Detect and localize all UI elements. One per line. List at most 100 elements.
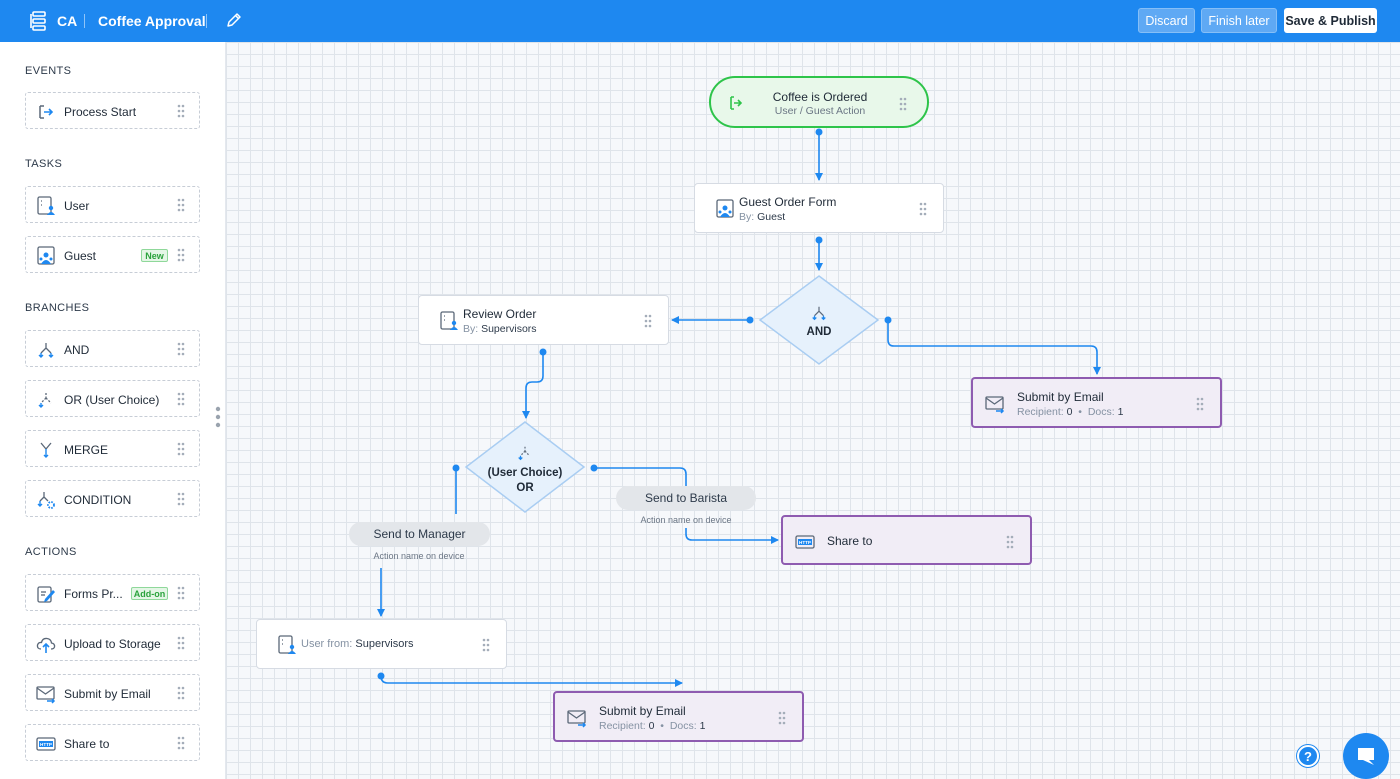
- gateway-diamond-shape: [464, 421, 586, 513]
- section-heading-branches: BRANCHES: [25, 302, 90, 314]
- process-title: Coffee Approval: [98, 13, 206, 29]
- start-event-node[interactable]: Coffee is Ordered User / Guest Action: [709, 76, 929, 128]
- drag-handle-icon[interactable]: [1006, 535, 1014, 549]
- send-to-barista-action-pill[interactable]: Send to Barista: [616, 486, 756, 510]
- node-assignee: By: Supervisors: [463, 323, 537, 335]
- node-assignee: User from: Supervisors: [301, 638, 414, 650]
- or-gateway-node[interactable]: (User Choice) OR: [464, 420, 586, 514]
- drag-handle-icon[interactable]: [177, 392, 185, 406]
- node-title: Submit by Email: [1017, 390, 1104, 404]
- gateway-label: (User Choice): [487, 467, 563, 479]
- palette-item-label: Guest: [64, 249, 97, 263]
- process-icon[interactable]: [30, 11, 48, 31]
- drag-handle-icon[interactable]: [899, 97, 907, 111]
- palette-item-and[interactable]: AND: [25, 330, 200, 367]
- palette-item-share-to[interactable]: HTTP Share to: [25, 724, 200, 761]
- palette-item-condition[interactable]: CONDITION: [25, 480, 200, 517]
- help-button[interactable]: ?: [1297, 745, 1319, 767]
- node-title: Submit by Email: [599, 704, 686, 718]
- guest-task-icon: [716, 199, 734, 218]
- and-gateway-node[interactable]: AND: [758, 274, 880, 366]
- drag-handle-icon[interactable]: [177, 198, 185, 212]
- drag-handle-icon[interactable]: [1196, 397, 1204, 411]
- element-palette-sidebar: EVENTS Process Start TASKS User Guest Ne…: [0, 42, 226, 779]
- palette-item-submit-by-email[interactable]: Submit by Email: [25, 674, 200, 711]
- node-title: Guest Order Form: [739, 195, 837, 209]
- palette-item-label: OR (User Choice): [64, 393, 160, 407]
- palette-item-label: MERGE: [64, 443, 109, 457]
- svg-text:HTTP: HTTP: [799, 540, 811, 545]
- palette-item-process-start[interactable]: Process Start: [25, 92, 200, 129]
- review-order-node[interactable]: Review Order By: Supervisors: [418, 295, 669, 345]
- drag-handle-icon[interactable]: [177, 736, 185, 750]
- section-heading-actions: ACTIONS: [25, 546, 77, 558]
- palette-item-label: CONDITION: [64, 493, 132, 507]
- submit-by-email-node[interactable]: Submit by Email Recipient: 0 • Docs: 1: [971, 377, 1222, 428]
- drag-handle-icon[interactable]: [177, 442, 185, 456]
- drag-handle-icon[interactable]: [177, 636, 185, 650]
- palette-item-or-user-choice[interactable]: OR (User Choice): [25, 380, 200, 417]
- palette-item-forms-pro[interactable]: Forms Pr... Add-on: [25, 574, 200, 611]
- process-start-icon: [39, 105, 54, 119]
- start-event-title: Coffee is Ordered: [772, 90, 868, 104]
- guest-task-icon: [37, 246, 55, 265]
- section-heading-tasks: TASKS: [25, 158, 63, 170]
- gateway-label: OR: [516, 482, 534, 494]
- process-abbreviation: CA: [57, 13, 78, 29]
- process-start-icon: [730, 96, 743, 110]
- http-icon: HTTP: [795, 535, 815, 549]
- send-to-manager-action-pill[interactable]: Send to Manager: [349, 522, 490, 546]
- email-icon: [985, 396, 1005, 414]
- top-bar: CA Coffee Approval Discard Finish later …: [0, 0, 1400, 42]
- pencil-edit-icon[interactable]: [226, 12, 242, 28]
- palette-item-upload-to-storage[interactable]: Upload to Storage: [25, 624, 200, 661]
- drag-handle-icon[interactable]: [177, 686, 185, 700]
- cloud-upload-icon: [36, 637, 56, 653]
- finish-later-button[interactable]: Finish later: [1201, 8, 1277, 33]
- gateway-label: AND: [806, 326, 832, 338]
- forms-pro-icon: [37, 586, 55, 603]
- section-heading-events: EVENTS: [25, 65, 72, 77]
- http-icon: HTTP: [36, 737, 56, 751]
- node-assignee: By: Guest: [739, 211, 786, 223]
- gateway-diamond-shape: [758, 275, 880, 365]
- drag-handle-icon[interactable]: [177, 248, 185, 262]
- discard-button[interactable]: Discard: [1138, 8, 1195, 33]
- drag-handle-icon[interactable]: [177, 492, 185, 506]
- divider: [206, 14, 207, 28]
- drag-handle-icon[interactable]: [778, 711, 786, 725]
- user-from-node[interactable]: User from: Supervisors: [256, 619, 507, 669]
- submit-by-email-node[interactable]: Submit by Email Recipient: 0 • Docs: 1: [553, 691, 804, 742]
- merge-branch-icon: [40, 442, 52, 458]
- palette-item-label: Submit by Email: [64, 687, 151, 701]
- or-branch-icon: [518, 446, 530, 461]
- condition-branch-icon: [37, 492, 55, 509]
- drag-handle-icon[interactable]: [919, 202, 927, 216]
- save-publish-button[interactable]: Save & Publish: [1284, 8, 1377, 33]
- palette-item-label: Forms Pr...: [64, 587, 123, 601]
- divider: [84, 14, 85, 28]
- drag-handle-icon[interactable]: [482, 638, 490, 652]
- palette-item-label: AND: [64, 343, 90, 357]
- palette-item-guest[interactable]: Guest New: [25, 236, 200, 273]
- chat-button[interactable]: [1343, 733, 1389, 779]
- and-branch-icon: [812, 306, 826, 321]
- palette-item-merge[interactable]: MERGE: [25, 430, 200, 467]
- user-task-icon: [37, 196, 55, 215]
- drag-handle-icon[interactable]: [177, 342, 185, 356]
- chat-bubble-icon: [1358, 748, 1374, 765]
- action-name-caption: Action name on device: [373, 551, 465, 561]
- user-task-icon: [440, 311, 458, 330]
- drag-handle-icon[interactable]: [644, 314, 652, 328]
- share-to-node[interactable]: HTTP Share to: [781, 515, 1032, 565]
- palette-item-user[interactable]: User: [25, 186, 200, 223]
- drag-handle-icon[interactable]: [177, 586, 185, 600]
- drag-handle-icon[interactable]: [177, 104, 185, 118]
- and-branch-icon: [38, 343, 54, 358]
- email-icon: [567, 710, 587, 728]
- guest-order-form-node[interactable]: Guest Order Form By: Guest: [694, 183, 944, 233]
- sidebar-resize-handle-icon[interactable]: [214, 405, 222, 429]
- palette-item-label: User: [64, 199, 90, 213]
- svg-text:HTTP: HTTP: [40, 742, 52, 747]
- node-details: Recipient: 0 • Docs: 1: [599, 720, 706, 732]
